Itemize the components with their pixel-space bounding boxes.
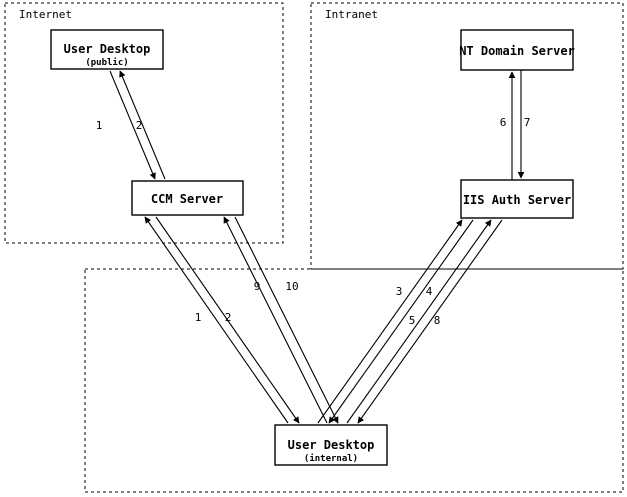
zone-boundary-internet xyxy=(4,2,284,244)
step-label-3: 3 xyxy=(396,285,403,298)
node-title-ccm-server: CCM Server xyxy=(151,192,223,206)
zone-label-intranet: Intranet xyxy=(325,8,378,21)
node-title-user-desktop-public: User Desktop xyxy=(64,42,151,56)
node-ccm-server[interactable]: CCM Server xyxy=(131,180,244,216)
flow-arrow-iis-to-internal-step8 xyxy=(357,219,503,424)
step-label-2-public: 2 xyxy=(136,119,143,132)
node-box-user-desktop-internal[interactable] xyxy=(274,424,388,466)
flow-arrow-ccm-to-internal-step10 xyxy=(234,216,339,424)
step-label-2-internal: 2 xyxy=(225,311,232,324)
flow-arrow-ccm-to-public-step2 xyxy=(119,70,166,180)
node-title-user-desktop-internal: User Desktop xyxy=(288,438,375,452)
step-label-6: 6 xyxy=(500,116,507,129)
node-title-nt-domain-server: NT Domain Server xyxy=(459,44,575,58)
flow-arrow-public-to-ccm-step1 xyxy=(109,70,156,180)
step-label-9: 9 xyxy=(254,280,261,293)
node-nt-domain-server[interactable]: NT Domain Server xyxy=(459,29,575,71)
zone-label-internet: Internet xyxy=(19,8,72,21)
node-user-desktop-public[interactable]: User Desktop (public) xyxy=(50,29,164,70)
step-label-4: 4 xyxy=(426,285,433,298)
flow-lines-group xyxy=(109,70,525,424)
step-label-5: 5 xyxy=(409,314,416,327)
node-box-iis-auth-server[interactable] xyxy=(460,179,574,219)
node-user-desktop-internal[interactable]: User Desktop (internal) xyxy=(274,424,388,466)
zone-boundary-internal-lan xyxy=(84,268,624,493)
step-label-7: 7 xyxy=(524,116,531,129)
flow-arrow-internal-to-iis-step5 xyxy=(346,219,492,424)
node-subtitle-user-desktop-public: (public) xyxy=(85,57,128,68)
node-title-iis-auth-server: IIS Auth Server xyxy=(463,193,571,207)
flow-arrow-iis-to-internal-step4 xyxy=(328,219,474,424)
node-box-ccm-server[interactable] xyxy=(131,180,244,216)
node-box-nt-domain-server[interactable] xyxy=(460,29,574,71)
node-subtitle-user-desktop-internal: (internal) xyxy=(304,453,358,464)
flow-arrow-internal-to-ccm-step1 xyxy=(144,216,289,424)
flow-arrow-internal-to-ccm-step9 xyxy=(223,216,328,424)
node-box-user-desktop-public[interactable] xyxy=(50,29,164,70)
flow-arrow-internal-to-iis-step3 xyxy=(317,219,463,424)
flow-arrow-ccm-to-internal-step2 xyxy=(155,216,300,424)
step-label-1-public: 1 xyxy=(96,119,103,132)
step-label-1-internal: 1 xyxy=(195,311,202,324)
step-labels-group: 1 2 1 2 3 4 5 6 7 8 9 10 xyxy=(96,116,531,327)
step-label-8: 8 xyxy=(434,314,441,327)
step-label-10: 10 xyxy=(285,280,298,293)
node-iis-auth-server[interactable]: IIS Auth Server xyxy=(460,179,574,219)
